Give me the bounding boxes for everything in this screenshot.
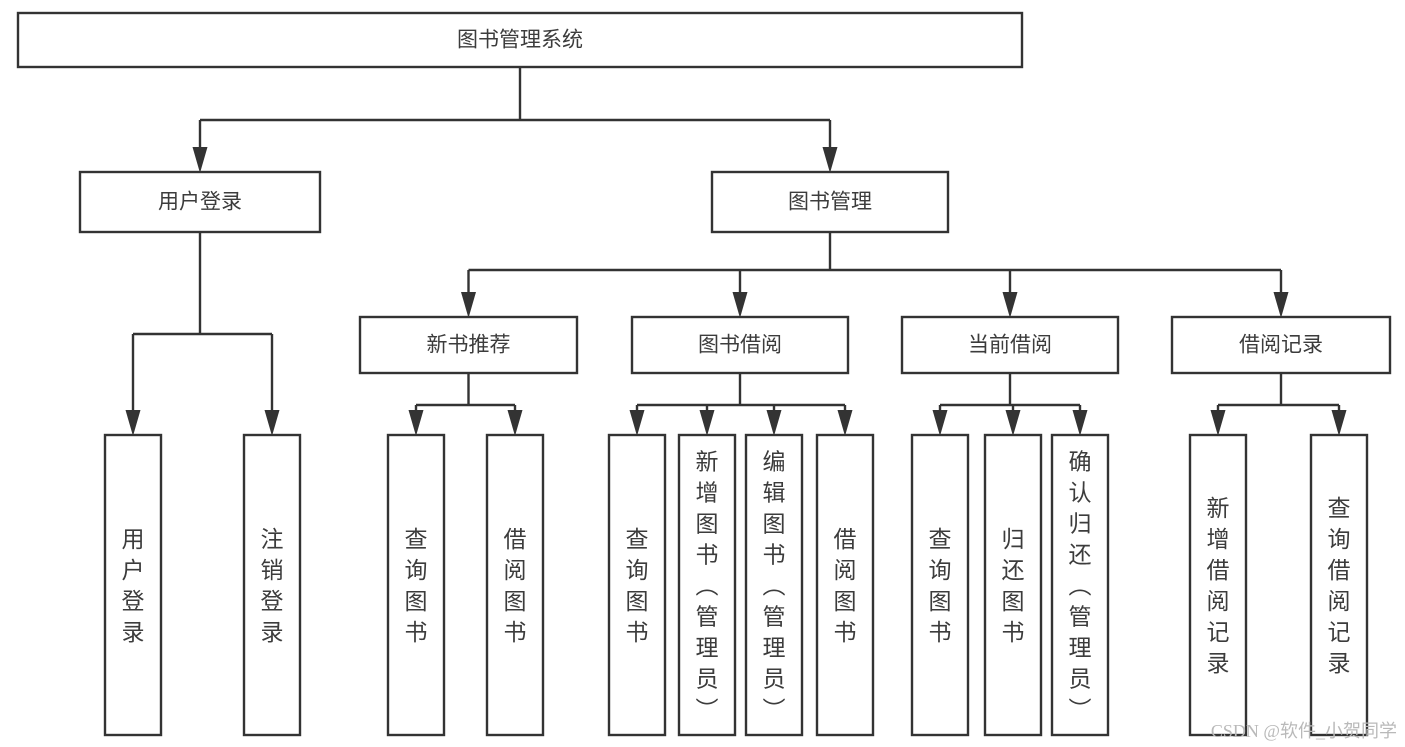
node-box-book-borrow[interactable] (630, 315, 850, 375)
node-box-leaf-edit-book[interactable] (744, 433, 804, 737)
arrow-head-leaf-query-record (1331, 410, 1347, 436)
connector-group-book-manage (461, 232, 1289, 318)
csdn-watermark: CSDN @软件_小贺同学 (1210, 721, 1397, 741)
node-box-borrow-record[interactable] (1170, 315, 1392, 375)
arrow-head-user-login (192, 147, 208, 173)
node-box-leaf-query-book-3[interactable] (910, 433, 970, 737)
arrow-head-leaf-logout (264, 410, 280, 436)
connector-group-root (192, 67, 838, 173)
node-box-leaf-confirm-return[interactable] (1050, 433, 1110, 737)
node-label-leaf-query-book-1: 查询图书 (405, 526, 428, 645)
arrow-head-book-borrow (732, 292, 748, 318)
node-label-leaf-query-book-3: 查询图书 (929, 526, 952, 645)
node-box-user-login[interactable] (78, 170, 322, 234)
node-label-borrow-record: 借阅记录 (1239, 334, 1323, 357)
node-label-current-borrow: 当前借阅 (968, 334, 1052, 357)
connector-layer (125, 67, 1347, 436)
node-layer: 图书管理系统用户登录图书管理新书推荐图书借阅当前借阅借阅记录用户登录注销登录查询… (16, 11, 1392, 737)
node-box-current-borrow[interactable] (900, 315, 1120, 375)
node-box-leaf-borrow-book-2[interactable] (815, 433, 875, 737)
node-book-borrow[interactable]: 图书借阅 (630, 315, 850, 375)
node-leaf-borrow-book-2[interactable]: 借阅图书 (815, 433, 875, 737)
node-leaf-query-record[interactable]: 查询借阅记录 (1309, 433, 1369, 737)
node-leaf-query-book-3[interactable]: 查询图书 (910, 433, 970, 737)
node-label-leaf-query-book-2: 查询图书 (626, 526, 649, 645)
connector-group-user-login (125, 232, 280, 436)
node-leaf-return-book[interactable]: 归还图书 (983, 433, 1043, 737)
node-leaf-confirm-return[interactable]: 确认归还︵管理员︶ (1050, 433, 1110, 737)
arrow-head-leaf-add-book (699, 410, 715, 436)
node-box-leaf-query-record[interactable] (1309, 433, 1369, 737)
node-box-leaf-query-book-2[interactable] (607, 433, 667, 737)
connector-group-book-borrow (629, 373, 853, 436)
node-leaf-add-record[interactable]: 新增借阅记录 (1188, 433, 1248, 737)
node-box-leaf-add-record[interactable] (1188, 433, 1248, 737)
node-label-new-book-rec: 新书推荐 (427, 334, 511, 357)
node-label-book-manage: 图书管理 (788, 191, 872, 214)
arrow-head-new-book-rec (461, 292, 476, 318)
node-label-leaf-logout: 注销登录 (261, 526, 284, 645)
node-box-leaf-query-book-1[interactable] (386, 433, 446, 737)
node-leaf-user-login[interactable]: 用户登录 (103, 433, 163, 737)
node-label-user-login: 用户登录 (158, 191, 242, 214)
node-leaf-edit-book[interactable]: 编辑图书︵管理员︶ (744, 433, 804, 737)
node-box-leaf-add-book[interactable] (677, 433, 737, 737)
connector-group-current-borrow (932, 373, 1088, 436)
node-leaf-add-book[interactable]: 新增图书︵管理员︶ (677, 433, 737, 737)
node-leaf-logout[interactable]: 注销登录 (242, 433, 302, 737)
node-box-leaf-borrow-book-1[interactable] (485, 433, 545, 737)
arrow-head-leaf-confirm-return (1072, 410, 1088, 436)
node-box-new-book-rec[interactable] (358, 315, 579, 375)
node-root[interactable]: 图书管理系统 (16, 11, 1024, 69)
connector-group-new-book-rec (408, 373, 523, 436)
node-label-leaf-confirm-return: 确认归还︵管理员︶ (1069, 449, 1092, 723)
arrow-head-leaf-borrow-book-1 (507, 410, 523, 436)
arrow-head-current-borrow (1002, 292, 1018, 318)
node-leaf-query-book-1[interactable]: 查询图书 (386, 433, 446, 737)
arrow-head-leaf-query-book-3 (932, 410, 948, 436)
arrow-head-leaf-return-book (1005, 410, 1021, 436)
node-label-book-borrow: 图书借阅 (698, 334, 782, 357)
node-label-leaf-borrow-book-1: 借阅图书 (504, 526, 527, 645)
connector-group-borrow-record (1210, 373, 1347, 436)
node-book-manage[interactable]: 图书管理 (710, 170, 950, 234)
node-label-leaf-add-record: 新增借阅记录 (1207, 495, 1230, 676)
arrow-head-leaf-query-book-2 (629, 410, 645, 436)
node-label-root: 图书管理系统 (457, 29, 583, 52)
arrow-head-borrow-record (1273, 292, 1289, 318)
arrow-head-leaf-add-record (1210, 410, 1226, 436)
arrow-head-leaf-user-login (125, 410, 141, 436)
node-label-leaf-query-record: 查询借阅记录 (1328, 495, 1351, 676)
arrow-head-leaf-edit-book (766, 410, 782, 436)
node-box-leaf-user-login[interactable] (103, 433, 163, 737)
node-leaf-query-book-2[interactable]: 查询图书 (607, 433, 667, 737)
node-leaf-borrow-book-1[interactable]: 借阅图书 (485, 433, 545, 737)
node-label-leaf-user-login: 用户登录 (122, 526, 145, 645)
node-label-leaf-return-book: 归还图书 (1002, 526, 1025, 645)
node-current-borrow[interactable]: 当前借阅 (900, 315, 1120, 375)
node-label-leaf-edit-book: 编辑图书︵管理员︶ (763, 449, 786, 723)
node-box-root[interactable] (16, 11, 1024, 69)
node-label-leaf-borrow-book-2: 借阅图书 (834, 526, 857, 645)
node-box-leaf-return-book[interactable] (983, 433, 1043, 737)
node-label-leaf-add-book: 新增图书︵管理员︶ (696, 449, 719, 723)
node-user-login[interactable]: 用户登录 (78, 170, 322, 234)
arrow-head-leaf-query-book-1 (408, 410, 424, 436)
node-box-leaf-logout[interactable] (242, 433, 302, 737)
node-borrow-record[interactable]: 借阅记录 (1170, 315, 1392, 375)
arrow-head-book-manage (822, 147, 838, 173)
node-new-book-rec[interactable]: 新书推荐 (358, 315, 579, 375)
arrow-head-leaf-borrow-book-2 (837, 410, 853, 436)
node-box-book-manage[interactable] (710, 170, 950, 234)
